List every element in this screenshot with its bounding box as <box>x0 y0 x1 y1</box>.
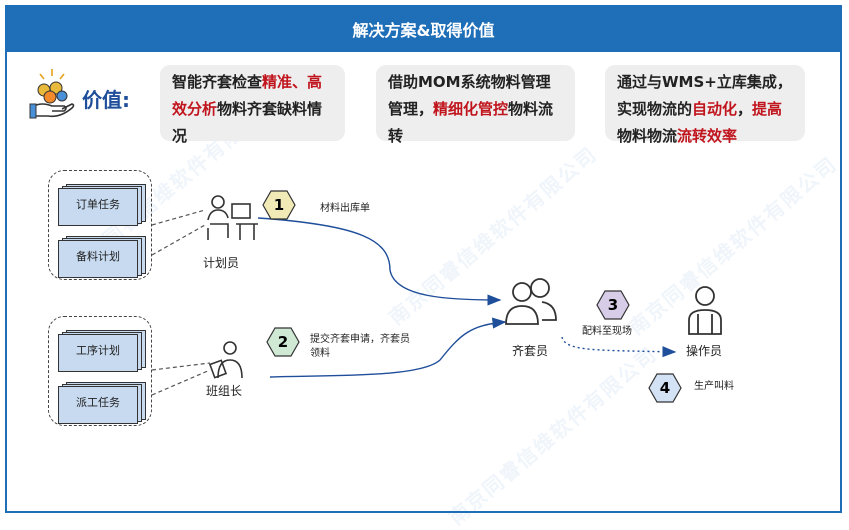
step-3-hexagon: 3 <box>596 290 630 320</box>
task-group-top <box>48 170 152 280</box>
step-2-text: 提交齐套申请，齐套员领料 <box>310 334 410 359</box>
planner-icon <box>207 195 258 240</box>
step-4-text: 生产叫料 <box>694 381 734 392</box>
team-leader-label: 班组长 <box>206 384 243 398</box>
kitter-label: 齐套员 <box>512 344 549 358</box>
slide-title: 解决方案&取得价值 <box>352 20 495 40</box>
svg-text:2: 2 <box>278 333 288 351</box>
slide-header: 解决方案&取得价值 <box>5 5 842 52</box>
flow-diagram-lines <box>151 209 677 396</box>
step-4-hexagon: 4 <box>648 373 682 403</box>
step-1-hexagon: 1 <box>262 190 296 220</box>
team-leader-icon <box>208 341 243 379</box>
svg-text:4: 4 <box>660 379 670 397</box>
flow-arrow-2 <box>269 317 507 378</box>
doc-process-plan: 工序计划 <box>58 330 146 372</box>
value-label: 价值: <box>82 88 130 112</box>
task-group-bottom <box>48 316 152 426</box>
kitter-icon <box>505 278 557 325</box>
flow-arrow-1 <box>257 217 502 306</box>
flow-arrow-3 <box>561 336 677 358</box>
value-box-1: 智能齐套检查精准、高效分析物料齐套缺料情况 <box>160 65 345 145</box>
operator-icon <box>688 286 722 335</box>
operator-label: 操作员 <box>686 344 723 358</box>
step-3-text: 配料至现场 <box>582 326 632 337</box>
doc-dispatch-task: 派工任务 <box>58 382 146 424</box>
value-box-3: 通过与WMS+立库集成，实现物流的自动化，提高物料物流流转效率 <box>605 65 805 145</box>
doc-kitting-plan: 备料计划 <box>58 236 146 278</box>
step-2-hexagon: 2 <box>266 327 300 357</box>
value-hand-icon <box>29 69 75 119</box>
svg-text:1: 1 <box>274 196 284 214</box>
svg-text:3: 3 <box>608 296 618 314</box>
planner-label: 计划员 <box>203 256 240 270</box>
doc-order-task: 订单任务 <box>58 184 146 226</box>
value-box-2: 借助MOM系统物料管理管理，精细化管控物料流转 <box>376 65 575 145</box>
step-1-text: 材料出库单 <box>320 203 370 214</box>
